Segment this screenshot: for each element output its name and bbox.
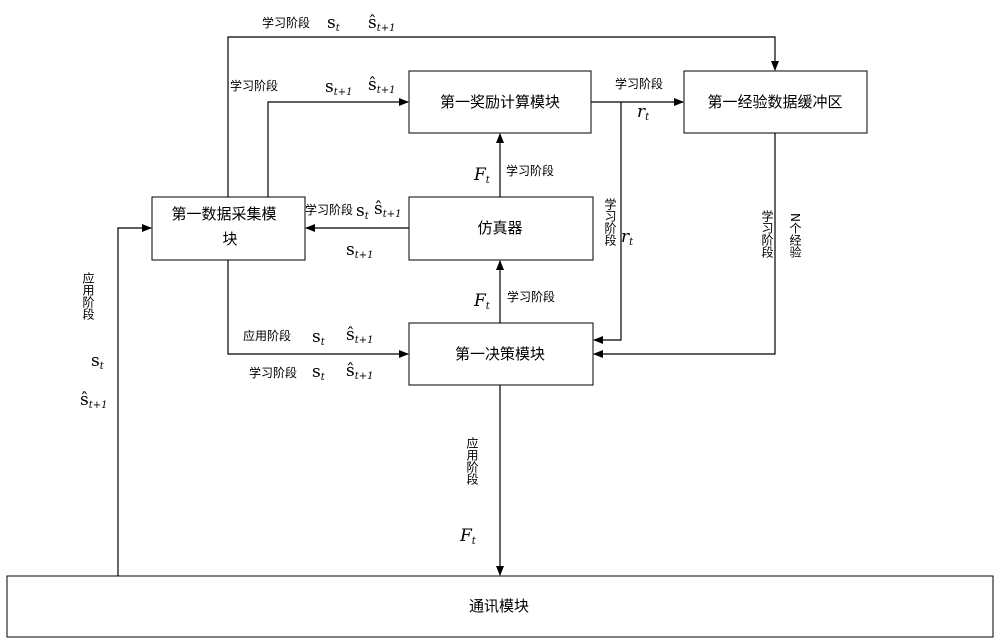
- communication-module-label: 通讯模块: [469, 597, 529, 615]
- label-learn-collect-decision: 学习阶段: [249, 365, 297, 380]
- label-apply-collect-decision: 应用阶段: [243, 328, 291, 343]
- sym-rt-top: rt: [637, 102, 650, 123]
- sym-cd-learn-s: st: [312, 362, 326, 383]
- label-learn-reward-buffer: 学习阶段: [615, 76, 663, 91]
- sym-sc-s-next: st+1: [346, 240, 374, 261]
- label-learn-sim-collect: 学习阶段: [305, 202, 353, 217]
- data-collection-module: 第一数据采集模 块: [151, 196, 306, 261]
- experience-buffer-label: 第一经验数据缓冲区: [707, 93, 842, 111]
- reward-module: 第一奖励计算模块: [408, 70, 592, 134]
- sym-sc-shat: ŝt+1: [374, 199, 402, 220]
- sym-Ft-lower: Ft: [473, 291, 491, 312]
- arrow-collect-to-reward: [267, 98, 409, 197]
- sym-sc-s: st: [356, 201, 370, 222]
- reward-module-label: 第一奖励计算模块: [440, 93, 560, 111]
- simulator-label: 仿真器: [477, 219, 522, 237]
- label-n-experiences: N个经验: [788, 213, 802, 258]
- label-learn-rt-vertical: 学习阶段: [603, 197, 617, 247]
- sym-cr-s: st+1: [325, 77, 353, 98]
- arrow-collect-to-decision: [227, 260, 409, 358]
- label-learn-decision-sim: 学习阶段: [507, 289, 555, 304]
- sym-left-shat: ŝt+1: [80, 390, 108, 411]
- arrow-collect-to-buffer: [227, 36, 779, 197]
- label-learn-top: 学习阶段: [262, 15, 310, 30]
- arrow-reward-to-decision: [593, 102, 622, 344]
- sym-top-s: st: [327, 13, 341, 34]
- data-collection-label-line1: 第一数据采集模: [171, 205, 276, 223]
- communication-module: 通讯模块: [6, 575, 994, 638]
- arrow-buffer-to-decision: [593, 133, 776, 358]
- sym-top-shat: ŝt+1: [368, 13, 396, 34]
- sym-cd-learn-shat: ŝt+1: [346, 361, 374, 382]
- simulator: 仿真器: [408, 196, 594, 261]
- label-apply-decision-comm: 应用阶段: [465, 436, 479, 486]
- label-apply-left-vertical: 应用阶段: [81, 271, 95, 321]
- sym-cd-apply-shat: ŝt+1: [346, 325, 374, 346]
- sym-left-s: st: [91, 351, 105, 372]
- sym-Ft-upper: Ft: [473, 165, 491, 186]
- sym-cd-apply-s: st: [312, 327, 326, 348]
- decision-module: 第一决策模块: [408, 322, 594, 386]
- sym-rt-mid: rt: [621, 227, 634, 248]
- label-learn-buffer-vertical: 学习阶段: [760, 209, 774, 259]
- decision-module-label: 第一决策模块: [455, 345, 545, 363]
- label-learn-sim-reward: 学习阶段: [506, 163, 554, 178]
- label-learn-collect-reward: 学习阶段: [230, 78, 278, 93]
- sym-cr-shat: ŝt+1: [368, 75, 396, 96]
- data-collection-label-line2: 块: [222, 230, 237, 248]
- arrow-comm-to-collect: [117, 224, 152, 576]
- sym-Ft-bottom: Ft: [459, 526, 477, 547]
- experience-buffer: 第一经验数据缓冲区: [683, 70, 868, 134]
